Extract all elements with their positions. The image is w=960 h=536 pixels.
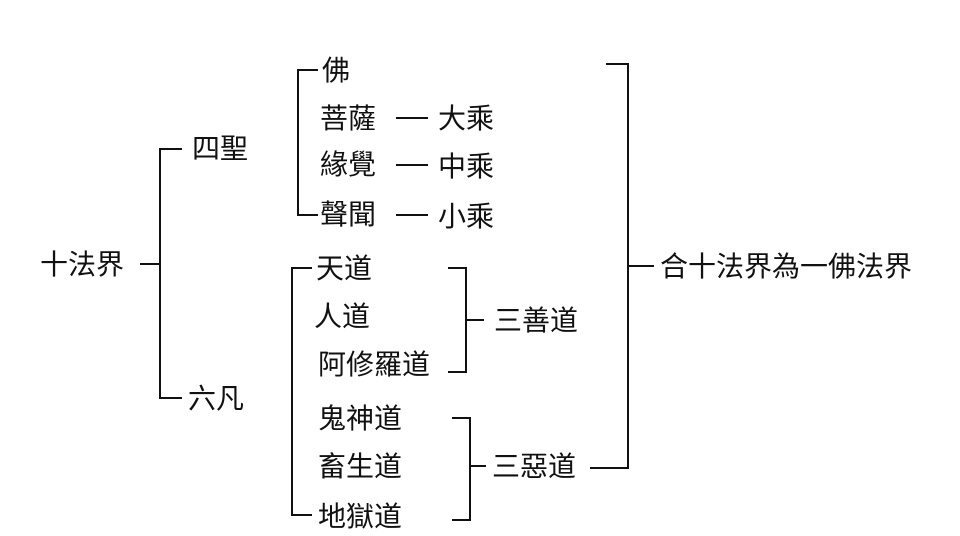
good-paths-bracket	[448, 267, 484, 373]
vehicle-great: 大乘	[438, 102, 494, 135]
vehicle-small: 小乘	[438, 200, 494, 233]
sages-bracket	[297, 69, 318, 216]
ordinary-label: 六凡	[188, 382, 244, 415]
root-label: 十法界	[40, 248, 124, 281]
ordinary-bracket	[291, 267, 312, 516]
realm-asura: 阿修羅道	[318, 348, 430, 381]
sages-label: 四聖	[192, 132, 248, 165]
sage-pratyekabuddha: 緣覺	[320, 148, 376, 181]
unifying-bracket	[590, 63, 654, 469]
sage-sravaka: 聲聞	[320, 198, 376, 231]
realm-human: 人道	[314, 300, 370, 333]
conclusion-label: 合十法界為一佛法界	[660, 250, 912, 283]
good-paths-label: 三善道	[494, 304, 578, 337]
vehicle-middle: 中乘	[438, 150, 494, 183]
realm-ghost: 鬼神道	[318, 402, 402, 435]
realm-animal: 畜生道	[318, 450, 402, 483]
connector-lines	[140, 63, 654, 521]
evil-paths-label: 三惡道	[492, 450, 576, 483]
evil-paths-bracket	[452, 417, 486, 521]
labels: 十法界 四聖 六凡 佛 菩薩 緣覺 聲聞 大乘 中乘 小乘 天道 人道 阿修羅道…	[40, 54, 912, 533]
main-bracket	[159, 148, 182, 399]
realm-hell: 地獄道	[318, 500, 402, 533]
sage-buddha: 佛	[322, 54, 350, 87]
sage-bodhisattva: 菩薩	[320, 102, 376, 135]
realm-heaven: 天道	[316, 252, 372, 285]
